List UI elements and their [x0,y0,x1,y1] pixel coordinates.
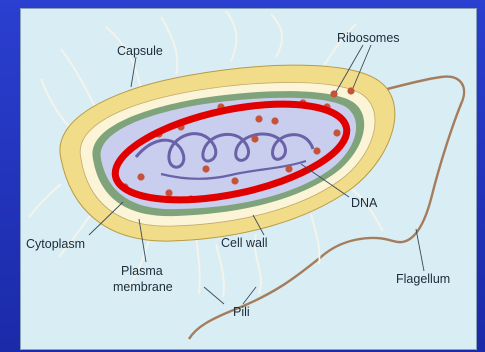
label-flagellum: Flagellum [396,272,450,286]
diagram-panel: Capsule Ribosomes DNA Cytoplasm Cell wal… [20,8,477,350]
label-dna: DNA [351,196,378,210]
label-cell-wall: Cell wall [221,236,268,250]
label-plasma-membrane-line1: Plasma [121,264,163,278]
label-capsule: Capsule [117,44,163,58]
bacterium-diagram: Capsule Ribosomes DNA Cytoplasm Cell wal… [21,9,476,349]
label-pili: Pili [233,305,250,319]
label-plasma-membrane-line2: membrane [113,280,173,294]
label-cytoplasm: Cytoplasm [26,237,85,251]
label-ribosomes: Ribosomes [337,31,400,45]
